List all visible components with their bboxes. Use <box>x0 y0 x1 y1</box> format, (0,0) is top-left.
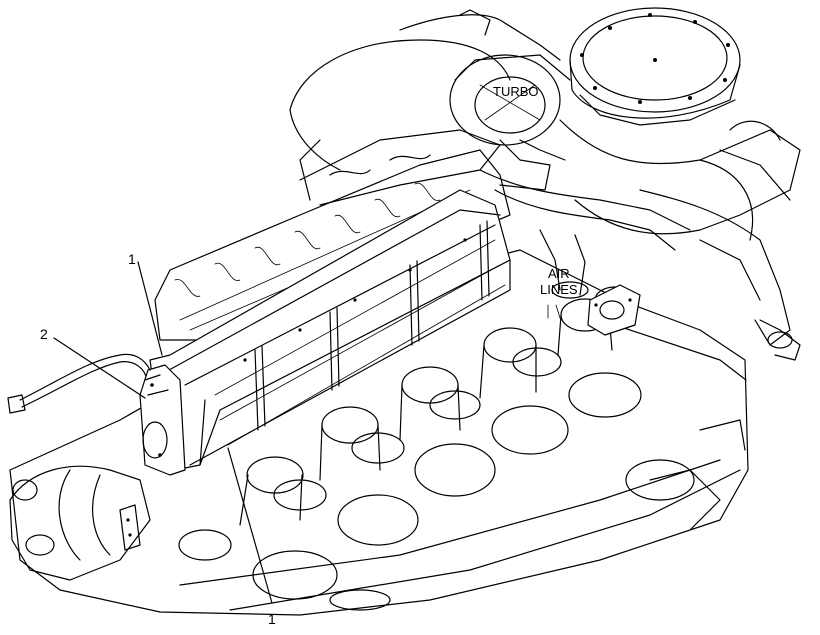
port-1 <box>178 456 304 561</box>
left-lower-elbow <box>9 465 151 581</box>
right-flange <box>587 284 641 336</box>
sensor-line <box>7 353 151 414</box>
turbocharger: TURBO <box>289 9 571 191</box>
right-air-pipes <box>559 119 801 361</box>
engine-block <box>9 249 749 616</box>
cover-bolts <box>580 13 730 104</box>
port-2 <box>273 406 381 511</box>
callout-1-bottom: 1 <box>268 611 276 627</box>
port-4 <box>429 327 537 420</box>
cylinder-bores <box>252 372 695 611</box>
port-3 <box>351 366 461 464</box>
callout-1-top: 1 <box>128 251 136 267</box>
air-inlet-cover <box>569 7 741 126</box>
turbo-label: TURBO <box>493 84 539 99</box>
callout-2: 2 <box>40 326 48 342</box>
aftercooler-housing <box>139 364 186 476</box>
callout-leaders <box>53 261 273 604</box>
air-lines-label-line2: LINES <box>540 282 578 297</box>
air-lines-label-line1: AIR <box>548 266 570 281</box>
exhaust-manifold <box>154 129 511 341</box>
center-air-line: AIR LINES <box>479 169 691 319</box>
